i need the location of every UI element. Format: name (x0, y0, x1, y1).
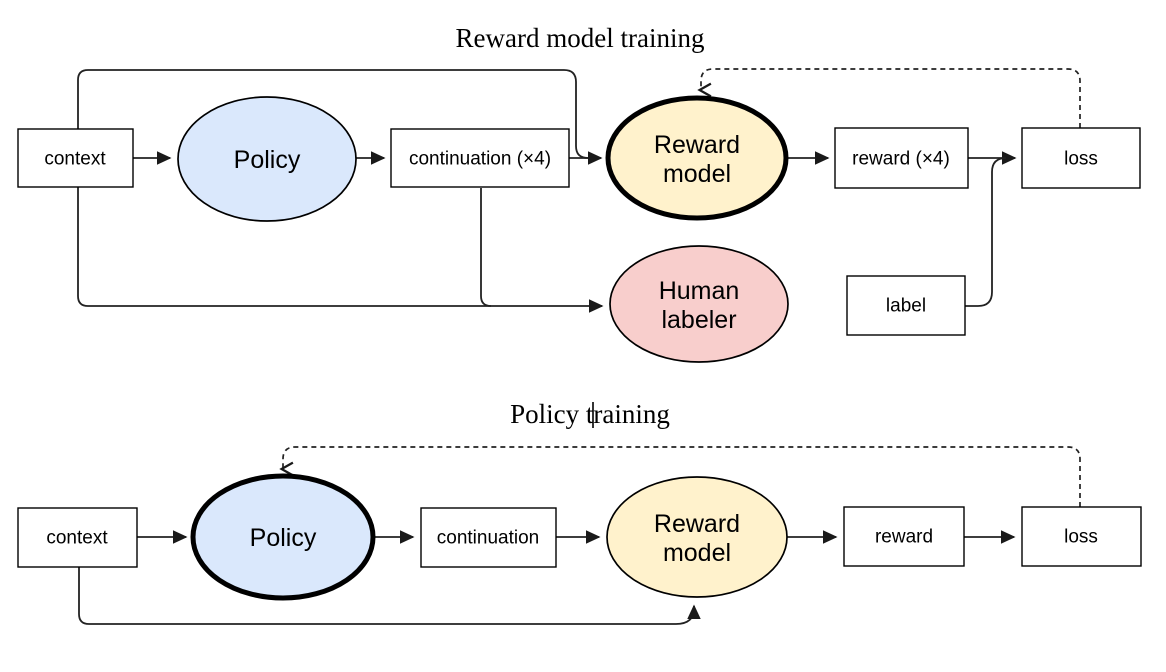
diagram-title-reward-model-training: Reward model training (456, 23, 705, 53)
edge-loss-feedback-to-policy (279, 446, 1081, 507)
node-policy[interactable]: Policy (190, 473, 376, 601)
edge-context-bottom-to-reward-model (78, 567, 701, 625)
edge-context-bottom-to-human-labeler (77, 187, 604, 313)
node-policy[interactable]: Policy (177, 96, 357, 222)
node-reward-model-label-line2: model (663, 160, 731, 188)
node-context[interactable]: context (17, 507, 138, 568)
node-reward[interactable]: reward (×4) (834, 127, 969, 189)
edge-label-up-to-loss (965, 157, 1007, 307)
edge-context-top-to-reward-model (77, 69, 589, 159)
node-human-labeler-label-line1: Human (659, 277, 740, 305)
node-reward-model-label-line1: Reward (654, 510, 740, 538)
node-reward-label: reward (875, 527, 933, 548)
node-context-label: context (46, 528, 108, 549)
diagram-title-policy-training: Policy training (510, 399, 670, 429)
node-reward-model[interactable]: Reward model (605, 95, 789, 221)
node-loss[interactable]: loss (1021, 127, 1141, 189)
node-policy-label: Policy (250, 524, 317, 552)
edge-continuation-down-to-human-labeler (480, 188, 492, 307)
node-reward-model[interactable]: Reward model (606, 476, 788, 598)
node-loss[interactable]: loss (1021, 506, 1142, 567)
node-reward-model-label-line1: Reward (654, 131, 740, 159)
reward-model-training-diagram: Reward model training context Policy con… (17, 23, 1141, 363)
node-human-labeler-label-line2: labeler (661, 306, 736, 334)
node-loss-label: loss (1064, 527, 1098, 548)
policy-training-diagram: Policy training context Policy continuat… (17, 399, 1142, 625)
node-context-label: context (44, 149, 106, 170)
node-human-labeler[interactable]: Human labeler (609, 245, 789, 363)
node-policy-label: Policy (234, 146, 301, 174)
node-reward-model-label-line2: model (663, 539, 731, 567)
node-continuation[interactable]: continuation (420, 507, 557, 568)
node-label[interactable]: label (846, 275, 966, 336)
edge-loss-feedback-to-reward-model (697, 68, 1081, 128)
node-continuation-label: continuation (437, 528, 539, 549)
node-continuation-label: continuation (×4) (409, 149, 551, 170)
node-context[interactable]: context (17, 128, 134, 188)
node-reward[interactable]: reward (843, 506, 965, 567)
node-reward-label: reward (×4) (852, 149, 950, 170)
node-label-label: label (886, 296, 926, 317)
node-loss-label: loss (1064, 149, 1098, 170)
node-continuation[interactable]: continuation (×4) (390, 128, 570, 188)
